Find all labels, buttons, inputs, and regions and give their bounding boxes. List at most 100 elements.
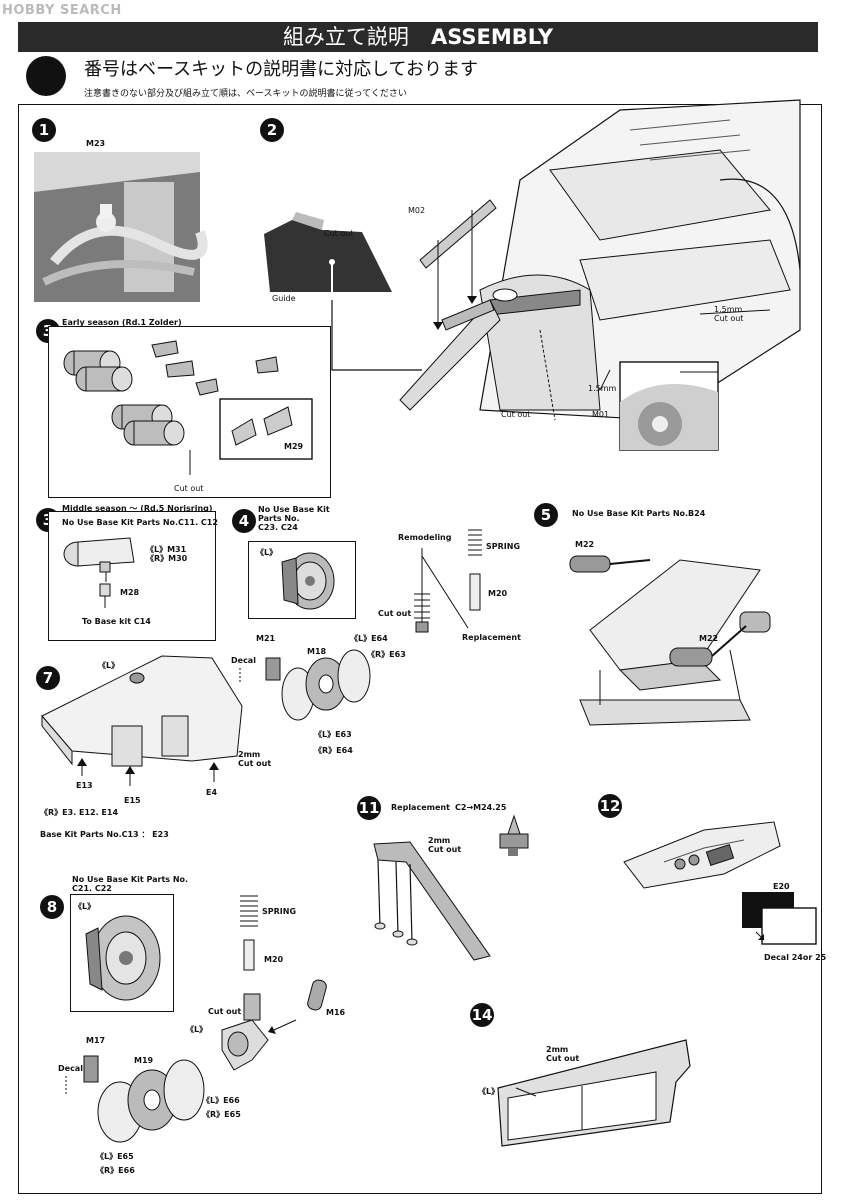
page-title: 組み立て説明 ASSEMBLY <box>18 22 818 52</box>
step-11-replacement: Replacement <box>391 803 450 812</box>
step-7-cut2: 2mm <box>238 750 261 759</box>
step-3a-cut-out: Cut out <box>174 484 204 493</box>
title-en: ASSEMBLY <box>430 25 554 49</box>
subtitle: 番号はベースキットの説明書に対応しております <box>84 59 479 80</box>
step-2-detail-photo <box>619 361 719 451</box>
step-3a-m29: M29 <box>284 442 304 451</box>
step-8-decal: Decal <box>58 1064 83 1073</box>
step-4-no-use-1: No Use Base Kit <box>258 505 330 514</box>
step-4-no-use-3: C23. C24 <box>258 523 298 532</box>
step-8-spring-label: SPRING <box>262 907 297 916</box>
step-11-shifter <box>499 814 529 856</box>
step-7-console-part <box>41 655 243 786</box>
step-14-number: 14 <box>470 1003 494 1027</box>
step-6-l-e64: 《L》E64 <box>350 634 388 643</box>
step-8-cut-out: Cut out <box>208 1007 242 1016</box>
step-3b-l: 《L》M31 <box>146 545 187 554</box>
title-jp: 組み立て説明 <box>282 25 409 49</box>
step-14-cut2: 2mm <box>546 1045 569 1054</box>
step-7-base: Base Kit Parts No.C13 ： E23 <box>40 830 169 839</box>
step-3a-title: Early season (Rd.1 Zolder) <box>62 318 182 327</box>
step-3b-no-use: No Use Base Kit Parts No.C11. C12 <box>62 518 218 527</box>
step-12-number: 12 <box>598 794 622 818</box>
step-5-number: 5 <box>534 503 558 527</box>
step-8-m17: M17 <box>86 1036 106 1045</box>
step-6-m18: M18 <box>307 647 327 656</box>
step-2-cut-out-2: Cut out <box>501 410 531 419</box>
step-4-replacement: Replacement <box>462 633 521 642</box>
header-bar: 組み立て説明 ASSEMBLY <box>18 22 818 52</box>
step-4-cut-out: Cut out <box>378 609 412 618</box>
step-3a-mufflers <box>63 340 313 475</box>
step-4-l: 《L》 <box>256 548 278 557</box>
step-4-m20: M20 <box>488 589 508 598</box>
step-4-brake-disc <box>281 552 335 610</box>
step-2-cut-out: Cut out <box>324 229 354 238</box>
step-8-brake-assembly <box>65 1055 205 1143</box>
step-7-e4: E4 <box>206 788 218 797</box>
step-2-guide-part <box>264 212 392 292</box>
step-6-l-e63: 《L》E63 <box>314 730 352 739</box>
step-12-e20: E20 <box>773 882 790 891</box>
step-8-l: 《L》 <box>74 902 96 911</box>
step-1-number: 1 <box>32 118 56 142</box>
step-8-spring <box>240 895 258 971</box>
step-7-l: 《L》 <box>98 661 120 670</box>
bullet-dot <box>26 56 66 96</box>
step-4-no-use-2: Parts No. <box>258 514 300 523</box>
step-2-m02: M02 <box>408 206 426 215</box>
step-11-cut2b: Cut out <box>428 845 462 854</box>
step-1-photo <box>34 152 208 302</box>
step-3b-box <box>48 511 216 641</box>
step-2-mm15: 1.5mm <box>588 384 617 393</box>
step-8-l-e66: 《L》E66 <box>202 1096 240 1105</box>
instruction-frame <box>18 104 822 1194</box>
step-6-r-e63: 《R》E63 <box>367 650 406 659</box>
step-3b-to-base: To Base kit C14 <box>82 617 151 626</box>
step-11-number: 11 <box>357 796 381 820</box>
step-1-part: M23 <box>86 139 106 148</box>
step-11-cut2: 2mm <box>428 836 451 845</box>
step-11-c2: C2→M24.25 <box>455 803 507 812</box>
step-2-m01: M01 <box>592 410 610 419</box>
step-8-r-e66: 《R》E66 <box>96 1166 135 1175</box>
step-8-brake-disc <box>85 915 161 1001</box>
step-8-l2: 《L》 <box>186 1025 208 1034</box>
step-14-side-panel <box>497 1039 691 1147</box>
step-7-r-parts: 《R》E3. E12. E14 <box>40 808 119 817</box>
step-5-m22-b: M22 <box>699 634 719 643</box>
step-8-number: 8 <box>40 895 64 919</box>
step-8-no-use-2: C21. C22 <box>72 884 112 893</box>
step-7-e13: E13 <box>76 781 93 790</box>
step-2-guide: Guide <box>272 294 296 303</box>
step-12-decal: Decal 24or 25 <box>764 953 827 962</box>
step-8-m20: M20 <box>264 955 284 964</box>
hobby-search-logo: HOBBY SEARCH <box>2 3 122 18</box>
step-6-m21: M21 <box>256 634 276 643</box>
note: 注意書きのない部分及び組み立て順は、ベースキットの説明書に従ってください <box>84 89 407 99</box>
step-2-chassis-drawing <box>331 99 801 421</box>
step-8-upright <box>221 979 327 1071</box>
step-6-decal: Decal <box>231 656 256 665</box>
step-4-spring: SPRING <box>486 542 521 551</box>
step-4-number: 4 <box>232 509 256 533</box>
step-3b-r: 《R》M30 <box>146 554 188 563</box>
step-6-r-e64: 《R》E64 <box>314 746 353 755</box>
step-11-trim-part <box>373 841 491 961</box>
step-8-m19: M19 <box>134 1056 154 1065</box>
step-3b-muffler <box>63 537 135 608</box>
step-7-e15: E15 <box>124 796 141 805</box>
step-14-cut2b: Cut out <box>546 1054 580 1063</box>
step-8-l-e65: 《L》E65 <box>96 1152 134 1161</box>
step-7-number: 7 <box>36 666 60 690</box>
step-2-cut15: 1.5mm Cut out <box>714 305 744 323</box>
step-5-pedal-box <box>569 555 771 726</box>
step-8-m16: M16 <box>326 1008 346 1017</box>
step-12-decal-swatch <box>742 892 817 945</box>
step-7-cut2b: Cut out <box>238 759 272 768</box>
step-12-dashboard <box>623 821 781 889</box>
step-2-number: 2 <box>260 118 284 142</box>
step-4-remodeling: Remodeling <box>398 533 452 542</box>
step-6-brake-assembly <box>239 649 371 721</box>
step-14-l: 《L》 <box>478 1087 500 1096</box>
